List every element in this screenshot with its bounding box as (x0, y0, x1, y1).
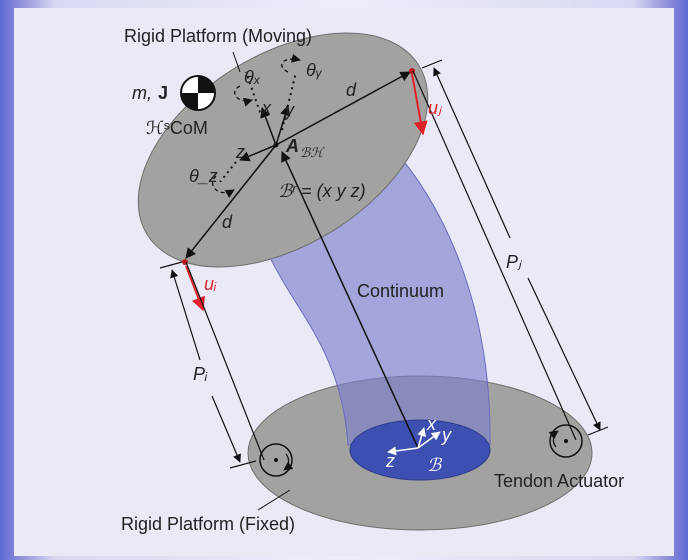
theta-z-label: θ_z (189, 166, 218, 186)
dim-tick-i-top (159, 261, 183, 269)
pose-label: ℬʳ = (x y z) (278, 181, 366, 201)
axis-z-top-label: z (235, 142, 245, 162)
moving-platform-label: Rigid Platform (Moving) (124, 26, 312, 46)
leader-moving (232, 51, 241, 73)
transform-label: A (285, 136, 299, 156)
axis-z-dotted (219, 161, 237, 183)
P-i-label: Pᵢ (193, 364, 208, 384)
tendon-actuator-right (548, 424, 583, 458)
dim-tick-j-bottom (587, 426, 609, 436)
inertia-label: J (158, 83, 168, 103)
axis-z-base-arrow (387, 446, 419, 456)
fixed-platform-label: Rigid Platform (Fixed) (121, 514, 295, 534)
theta-y-label: θᵧ (306, 60, 323, 80)
tendon-line-i (185, 261, 265, 461)
d-left-label: d (222, 212, 233, 232)
dim-tick-i-bottom (229, 460, 257, 469)
d-vector-left (185, 144, 277, 259)
mass-label: m, (132, 83, 152, 103)
axis-x-base-arrow (417, 427, 426, 449)
axis-y-dotted (281, 71, 297, 131)
axis-x-top-arrow (260, 107, 277, 146)
d-vector-top (275, 71, 411, 146)
axis-z-base-label: z (385, 451, 395, 471)
com-label: ℋˢCoM (146, 118, 208, 138)
axis-y-base-label: y (440, 425, 452, 445)
theta-x-arc (234, 85, 253, 107)
theta-y-arc (281, 53, 301, 73)
axis-x-base-label: x (426, 414, 437, 434)
axis-y-top-label: y (283, 100, 295, 120)
axis-x-top-label: x (261, 98, 272, 118)
P-i-arrow-up (170, 269, 201, 361)
axis-z-top-arrow (239, 144, 277, 162)
platform-origin (273, 142, 279, 148)
u-j-label: uⱼ (428, 98, 443, 118)
d-top-label: d (346, 80, 357, 100)
u-j-arrow (411, 73, 428, 136)
P-i-arrow-down (211, 395, 241, 463)
tendon-actuator-left (259, 443, 294, 477)
theta-x-label: θₓ (244, 67, 261, 87)
com-symbol (180, 75, 216, 111)
dim-tick-j-top (421, 59, 443, 69)
tendon-actuator-label: Tendon Actuator (494, 471, 624, 491)
leader-fixed (257, 489, 291, 511)
axis-y-base-arrow (417, 431, 441, 449)
axis-y-top-arrow (275, 104, 291, 146)
P-j-arrow-up (433, 67, 511, 239)
P-j-label: Pⱼ (506, 252, 523, 272)
axis-x-dotted (245, 71, 263, 119)
base-disk (349, 419, 491, 481)
tendon-line-j (412, 70, 577, 441)
u-i-label: uᵢ (204, 274, 217, 294)
continuum-label: Continuum (357, 281, 444, 301)
theta-z-arc (211, 175, 235, 199)
base-frame-label: ℬ (427, 455, 443, 475)
position-vector (281, 151, 419, 449)
transform-sub-label: ℬℋ (300, 145, 325, 160)
u-i-arrow (185, 265, 205, 312)
P-j-arrow-down (527, 277, 601, 431)
